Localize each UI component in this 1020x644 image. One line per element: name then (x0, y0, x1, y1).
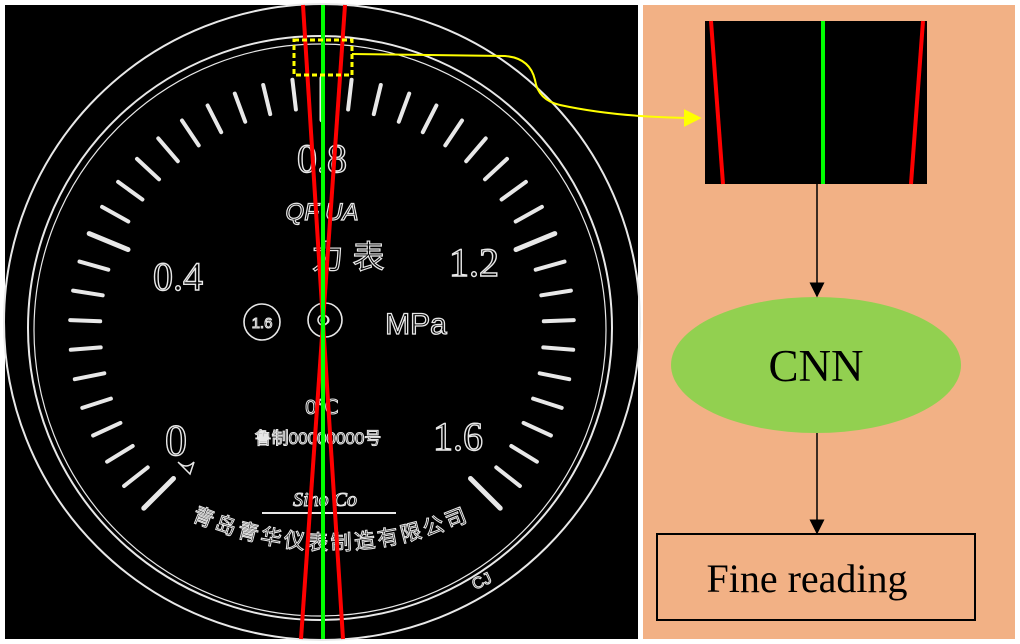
dial-tick (68, 345, 103, 352)
dial-tick (290, 77, 298, 112)
dial-tick (396, 91, 412, 124)
dial-tick (100, 204, 131, 224)
zoomed-crop (705, 20, 927, 185)
zoomed-boundary-right (909, 20, 925, 185)
dial-tick (494, 465, 522, 488)
dial-tick (72, 371, 107, 382)
dial-tick-marks (68, 75, 576, 511)
unit-text: MPa (385, 308, 447, 341)
dial-tick (141, 476, 176, 511)
dial-tick (122, 465, 150, 488)
dial-tick (499, 179, 528, 202)
dial-tick (539, 288, 573, 298)
dial-tick (464, 136, 488, 164)
dial-tick (537, 371, 572, 382)
dial-tick (468, 476, 503, 511)
needle-base (177, 461, 195, 476)
gauge-outer-rim (3, 3, 641, 641)
dial-tick (180, 118, 201, 148)
dial-tick (541, 318, 576, 324)
dial-tick (80, 396, 113, 410)
processing-panel: CNN Fine reading (643, 5, 1015, 639)
crop-highlight-box (292, 38, 354, 77)
dial-tick (371, 83, 383, 117)
zoomed-crop-background (705, 21, 927, 184)
dial-tick (521, 420, 553, 438)
dial-tick (116, 179, 145, 202)
dial-tick (105, 444, 135, 464)
dial-tick (420, 103, 439, 135)
dial-tick (443, 118, 464, 148)
dial-tick (91, 420, 123, 438)
cnn-node (671, 297, 961, 433)
dial-number-0-4: 0.4 (153, 254, 203, 299)
dial-tick (77, 259, 111, 272)
zoomed-boundary-left (709, 20, 725, 185)
accuracy-class-text: 1.6 (252, 315, 273, 332)
dial-number-0: 0 (165, 416, 187, 465)
dial-tick (531, 396, 564, 410)
dial-tick (135, 156, 161, 182)
dial-tick (509, 444, 539, 464)
dial-tick (232, 91, 248, 124)
dial-tick (86, 231, 131, 253)
dial-number-1-2: 1.2 (449, 240, 499, 285)
dial-tick (533, 259, 567, 272)
dial-tick (541, 345, 576, 352)
gauge-inner-rim (27, 35, 613, 621)
gauge-edge-image: 0 0.4 0.8 1.2 1.6 QF UA 力 表 1.6 MPa 0℃ 鲁… (3, 3, 641, 641)
dial-tick (513, 231, 558, 253)
gauge-dial-edge (33, 43, 607, 617)
dial-tick (483, 156, 509, 182)
dial-tick (156, 136, 180, 164)
crop-to-zoom-arrow (351, 53, 702, 127)
serial-number-text: 鲁制00000000号 (255, 429, 382, 448)
dial-tick (513, 204, 544, 224)
dial-tick (261, 83, 273, 117)
dial-tick (205, 103, 224, 135)
cnn-label: CNN (768, 341, 863, 391)
dial-tick (68, 318, 103, 324)
accuracy-class-circle (243, 303, 281, 341)
dial-tick (346, 77, 354, 112)
dial-tick (71, 288, 105, 298)
output-label: Fine reading (706, 556, 907, 601)
dial-number-1-6: 1.6 (433, 414, 483, 459)
